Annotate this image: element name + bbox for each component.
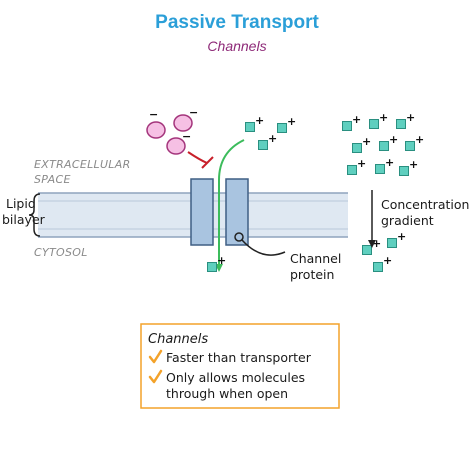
info-box-border bbox=[140, 323, 340, 409]
channel-protein-label-line2: protein bbox=[290, 267, 334, 282]
cation-molecule bbox=[352, 143, 362, 153]
cation-sign: + bbox=[397, 230, 406, 243]
inhibition-bar bbox=[201, 156, 214, 169]
anion-sign: − bbox=[182, 130, 191, 143]
channel-protein bbox=[190, 178, 249, 246]
cation-sign: + bbox=[385, 156, 394, 169]
channel-pointer-line bbox=[241, 239, 286, 256]
cation-sign: + bbox=[287, 115, 296, 128]
channels-info-box: Channels Faster than transporter Only al… bbox=[140, 323, 340, 409]
info-item-text: Faster than transporter bbox=[166, 350, 312, 365]
cation-molecule bbox=[347, 165, 357, 175]
cation-molecule bbox=[387, 238, 397, 248]
cation-molecule bbox=[362, 245, 372, 255]
anion-group: − − − bbox=[146, 106, 198, 155]
cation-molecule bbox=[342, 121, 352, 131]
cation-sign: + bbox=[357, 157, 366, 170]
info-item-text: Only allows molecules bbox=[166, 370, 305, 385]
cation-molecule bbox=[245, 122, 255, 132]
cation-sign: + bbox=[383, 254, 392, 267]
info-item-text: through when open bbox=[166, 386, 288, 401]
extracellular-label-line1: EXTRACELLULAR bbox=[34, 158, 131, 171]
cation-molecule bbox=[379, 141, 389, 151]
cation-molecule bbox=[405, 141, 415, 151]
cation-sign: + bbox=[217, 254, 226, 267]
cation-sign: + bbox=[362, 135, 371, 148]
cation-molecule bbox=[277, 123, 287, 133]
cation-sign: + bbox=[268, 132, 277, 145]
channel-protein-label-line1: Channel bbox=[290, 251, 341, 266]
anion-sign: − bbox=[149, 108, 158, 121]
channel-pointer-dot bbox=[234, 232, 244, 242]
diagram-title: Passive Transport bbox=[155, 12, 319, 33]
cation-molecule bbox=[373, 262, 383, 272]
check-icon bbox=[148, 349, 163, 364]
cation-molecule bbox=[375, 164, 385, 174]
cation-group: ++++++++++++++++ bbox=[207, 111, 424, 272]
check-icon bbox=[148, 369, 163, 384]
cation-sign: + bbox=[379, 111, 388, 124]
lipid-bilayer-label-line1: Lipid bbox=[6, 196, 36, 211]
cytosol-label: CYTOSOL bbox=[34, 246, 88, 259]
diagram-subtitle: Channels bbox=[207, 38, 266, 54]
channel-subunit-left bbox=[190, 178, 214, 246]
cation-sign: + bbox=[389, 133, 398, 146]
extracellular-label-line2: SPACE bbox=[34, 173, 71, 186]
cation-sign: + bbox=[409, 158, 418, 171]
info-box-title: Channels bbox=[148, 332, 208, 347]
concentration-label-line2: gradient bbox=[381, 213, 434, 228]
cation-sign: + bbox=[372, 237, 381, 250]
cation-sign: + bbox=[255, 114, 264, 127]
cation-sign: + bbox=[352, 113, 361, 126]
concentration-label-line1: Concentration bbox=[381, 197, 469, 212]
bilayer-brace bbox=[28, 193, 41, 237]
ion-flow-arrow bbox=[215, 139, 245, 272]
cation-molecule bbox=[396, 119, 406, 129]
cation-sign: + bbox=[415, 133, 424, 146]
anion-molecule bbox=[173, 114, 193, 132]
channel-subunit-right bbox=[225, 178, 249, 246]
cation-molecule bbox=[369, 119, 379, 129]
anion-molecule bbox=[146, 121, 166, 139]
cation-molecule bbox=[258, 140, 268, 150]
cation-molecule bbox=[399, 166, 409, 176]
lipid-bilayer-label-line2: bilayer bbox=[2, 212, 46, 227]
anion-molecule bbox=[166, 137, 186, 155]
inhibition-line bbox=[187, 151, 208, 164]
anion-sign: − bbox=[189, 106, 198, 119]
cation-sign: + bbox=[406, 111, 415, 124]
cation-molecule bbox=[207, 262, 217, 272]
